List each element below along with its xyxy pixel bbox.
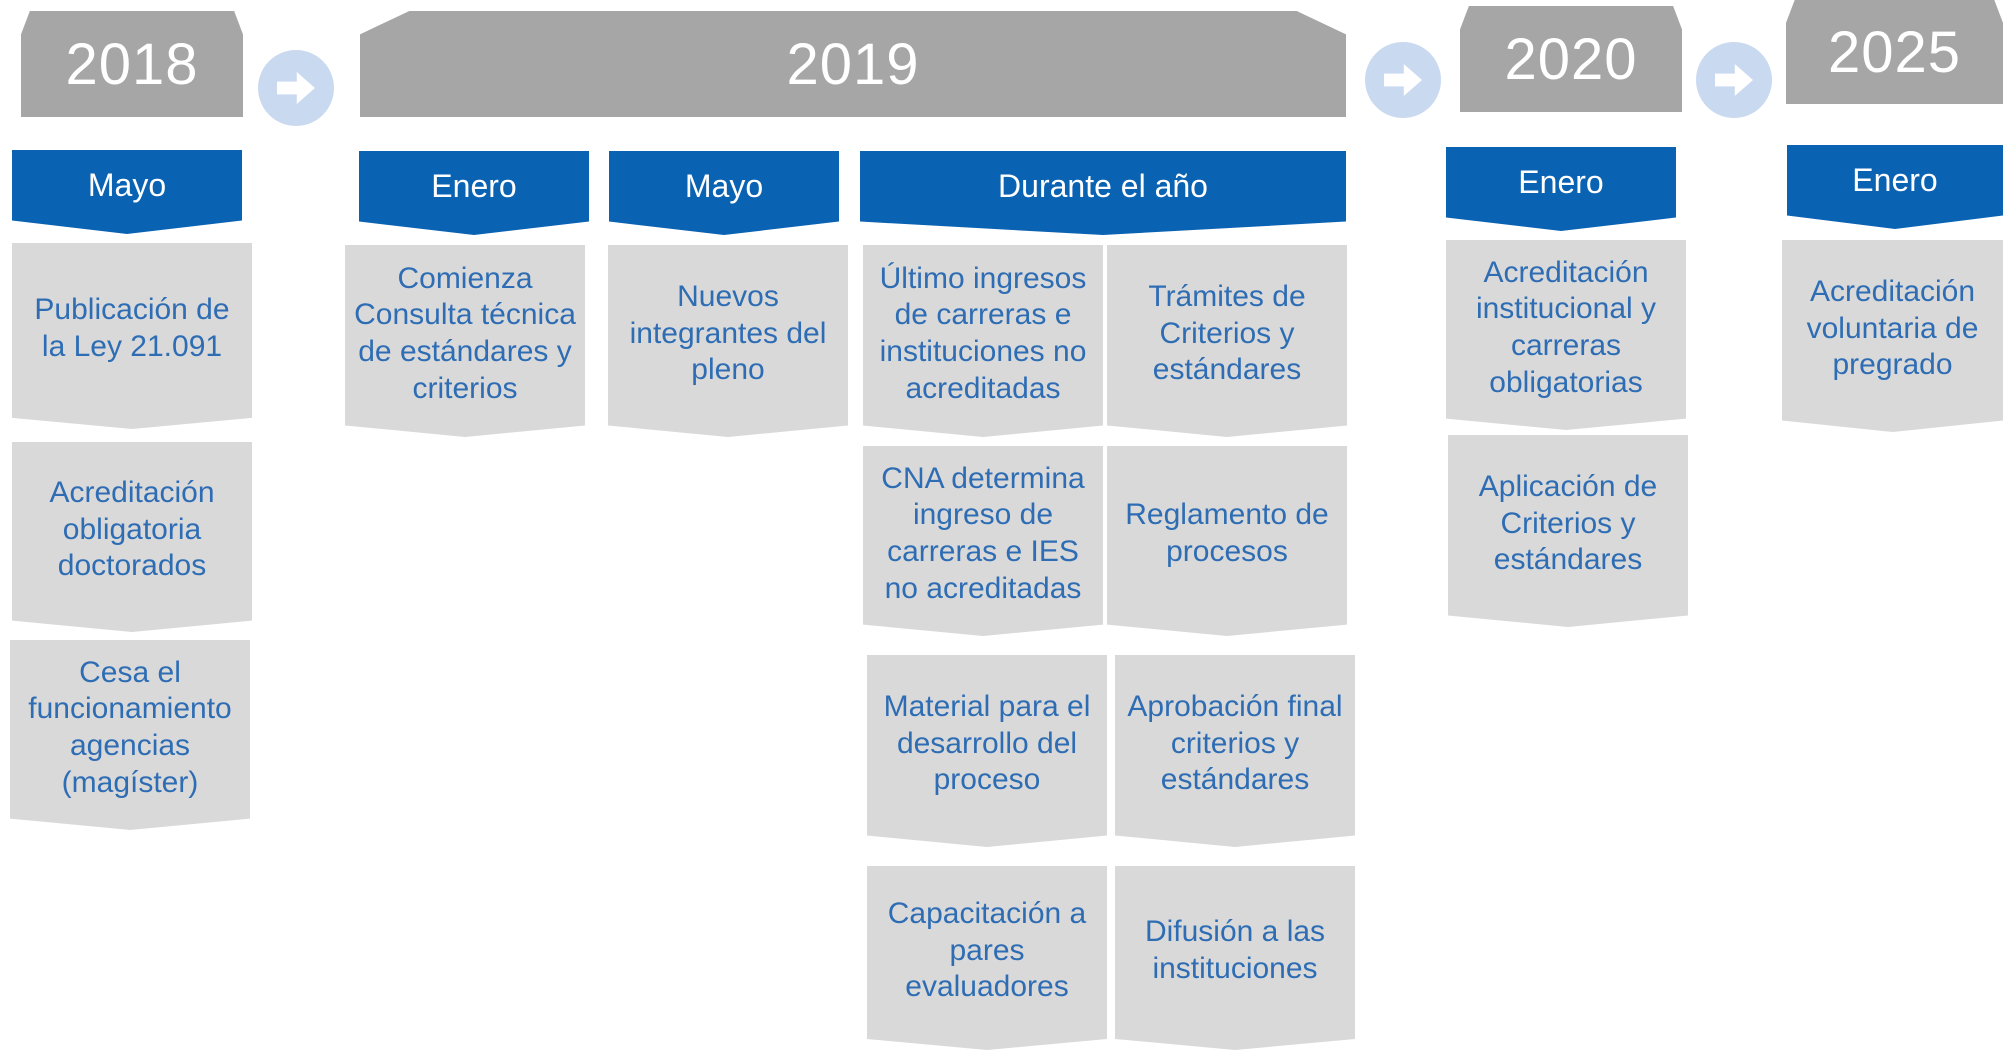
year-2025: 2025 <box>1786 0 2003 104</box>
card-text: Material para el desarrollo del proceso <box>883 690 1091 797</box>
card-text: Acreditación obligatoria doctorados <box>49 476 215 583</box>
arrow-right-icon <box>1696 42 1772 118</box>
card-cna-determina: CNA determina ingreso de carreras e IES … <box>863 446 1103 636</box>
month-label: Enero <box>431 167 517 204</box>
year-2018-label: 2018 <box>65 31 199 97</box>
card-reglamento-procesos: Reglamento de procesos <box>1107 446 1347 636</box>
month-2019-mayo: Mayo <box>609 151 839 235</box>
card-text: Nuevos integrantes del pleno <box>629 280 827 387</box>
card-acreditacion-institucional: Acreditación institucional y carreras ob… <box>1446 240 1686 430</box>
month-label: Enero <box>1518 163 1604 200</box>
year-2020-label: 2020 <box>1504 26 1638 92</box>
card-text: Reglamento de procesos <box>1125 498 1329 568</box>
card-tramites-criterios: Trámites de Criterios y estándares <box>1107 245 1347 437</box>
card-ley-21091: Publicación de la Ley 21.091 <box>12 243 252 429</box>
month-2020-enero: Enero <box>1446 147 1676 231</box>
card-text: Difusión a las instituciones <box>1144 915 1326 985</box>
card-aprobacion-final: Aprobación final criterios y estándares <box>1115 655 1355 847</box>
card-material-desarrollo: Material para el desarrollo del proceso <box>867 655 1107 847</box>
card-ultimo-ingresos: Último ingresos de carreras e institucio… <box>863 245 1103 437</box>
card-text: CNA determina ingreso de carreras e IES … <box>881 461 1085 605</box>
arrow-right-icon <box>258 50 334 126</box>
year-2019: 2019 <box>360 11 1346 117</box>
card-text: Publicación de la Ley 21.091 <box>34 293 230 363</box>
year-2019-label: 2019 <box>786 31 920 97</box>
card-text: Aplicación de Criterios y estándares <box>1478 470 1658 577</box>
card-text: Último ingresos de carreras e institucio… <box>879 261 1087 405</box>
month-label: Durante el año <box>998 167 1208 204</box>
month-2019-enero: Enero <box>359 151 589 235</box>
year-2020: 2020 <box>1460 6 1682 112</box>
card-nuevos-integrantes: Nuevos integrantes del pleno <box>608 245 848 437</box>
card-text: Aprobación final criterios y estándares <box>1127 690 1343 797</box>
year-2018: 2018 <box>21 11 243 117</box>
card-text: Acreditación voluntaria de pregrado <box>1806 275 1979 382</box>
card-cesa-agencias: Cesa el funcionamiento agencias (magíste… <box>10 640 250 830</box>
year-2025-label: 2025 <box>1827 19 1962 85</box>
card-text: Comienza Consulta técnica de estándares … <box>354 261 576 405</box>
card-acreditacion-voluntaria: Acreditación voluntaria de pregrado <box>1782 240 2003 432</box>
card-text: Trámites de Criterios y estándares <box>1148 280 1306 387</box>
card-text: Capacitación a pares evaluadores <box>887 897 1087 1004</box>
month-label: Mayo <box>684 167 764 204</box>
month-label: Enero <box>1852 161 1938 198</box>
card-acreditacion-doctorados: Acreditación obligatoria doctorados <box>12 442 252 632</box>
card-difusion-instituciones: Difusión a las instituciones <box>1115 866 1355 1050</box>
arrow-right-icon <box>1365 42 1441 118</box>
card-consulta-tecnica: Comienza Consulta técnica de estándares … <box>345 245 585 437</box>
card-text: Cesa el funcionamiento agencias (magíste… <box>28 655 232 799</box>
month-label: Mayo <box>87 166 167 203</box>
card-text: Acreditación institucional y carreras ob… <box>1475 255 1657 399</box>
card-capacitacion-pares: Capacitación a pares evaluadores <box>867 866 1107 1050</box>
month-2019-durante: Durante el año <box>860 151 1346 235</box>
month-2018-mayo: Mayo <box>12 150 242 234</box>
card-aplicacion-criterios: Aplicación de Criterios y estándares <box>1448 435 1688 627</box>
month-2025-enero: Enero <box>1787 145 2003 229</box>
